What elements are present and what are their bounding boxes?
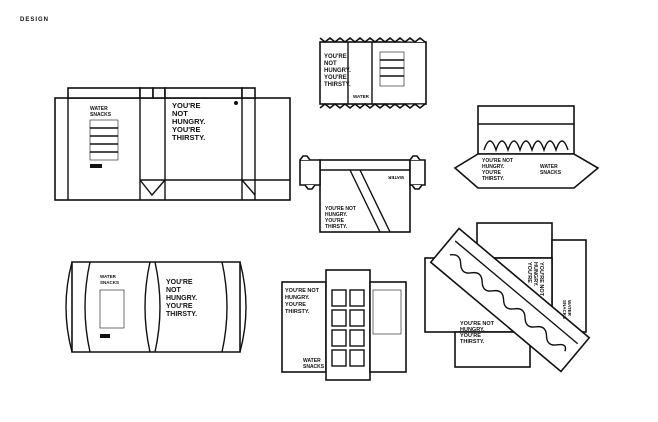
diagonal-sleeve bbox=[429, 227, 591, 373]
nutrition-panel bbox=[372, 289, 402, 335]
label-text: YOU'RE bbox=[482, 170, 502, 176]
label-text: THIRSTY. bbox=[325, 224, 348, 230]
label-text: SNACKS bbox=[540, 170, 562, 176]
label-text: THIRSTY. bbox=[172, 133, 205, 142]
dieline-blister-box: YOU'RE NOT HUNGRY. YOU'RE THIRSTY. WATER… bbox=[281, 269, 407, 381]
label-text: HUNGRY. bbox=[324, 68, 351, 74]
product-name: WATER bbox=[90, 106, 108, 112]
blister-cells bbox=[331, 289, 365, 367]
label-text: YOU'RE bbox=[172, 125, 200, 134]
label-text: YOU'RE NOT bbox=[285, 288, 320, 294]
label-text: WATER bbox=[567, 300, 572, 317]
dot-mark bbox=[234, 101, 238, 105]
label-text: WATER bbox=[387, 175, 404, 180]
dieline-diagonal-box: YOU'RE NOT HUNGRY. YOU'RE THIRSTY. YOU'R… bbox=[424, 222, 591, 373]
label-text: YOU'RE bbox=[172, 101, 200, 110]
label-text: WATER bbox=[100, 274, 117, 279]
label-text: YOU'RE bbox=[285, 302, 306, 308]
label-text: YOU'RE bbox=[324, 75, 347, 81]
dieline-pillow-box: WATER SNACKS YOU'RE NOT HUNGRY. YOU'RE T… bbox=[65, 261, 247, 353]
label-text: SNACKS bbox=[100, 280, 119, 285]
label-text: WATER bbox=[353, 94, 370, 99]
dieline-tray: YOU'RE NOT HUNGRY. YOU'RE THIRSTY. WATER bbox=[299, 155, 426, 233]
label-text: WATER bbox=[303, 358, 321, 364]
label-text: YOU'RE NOT bbox=[482, 158, 513, 164]
label-text: THIRSTY. bbox=[324, 82, 351, 88]
label-text: HUNGRY. bbox=[482, 164, 505, 170]
label-text: YOU'RE NOT bbox=[538, 262, 544, 297]
label-text: WATER bbox=[540, 164, 558, 170]
label-text: SNACKS bbox=[303, 364, 325, 370]
nutrition-panel bbox=[89, 119, 119, 168]
nutrition-panel bbox=[99, 289, 125, 329]
label-text: SNACKS bbox=[562, 300, 567, 319]
label-text: YOU'RE bbox=[325, 218, 345, 224]
barcode bbox=[100, 334, 110, 338]
label-text: NOT bbox=[172, 109, 188, 118]
label-text: HUNGRY. bbox=[285, 295, 310, 301]
label-text: HUNGRY. bbox=[172, 117, 205, 126]
label-text: HUNGRY. bbox=[460, 327, 485, 333]
dieline-box-large: YOU'RE NOT HUNGRY. YOU'RE THIRSTY. WATER… bbox=[54, 87, 291, 201]
label-text: HUNGRY. bbox=[325, 212, 348, 218]
headline-text: YOU'RE NOT HUNGRY. YOU'RE THIRSTY. bbox=[172, 101, 205, 142]
label-text: YOU'RE NOT bbox=[325, 206, 356, 212]
label-text: HUNGRY. bbox=[532, 262, 538, 287]
dieline-window-box: YOU'RE NOT HUNGRY. YOU'RE THIRSTY. WATER… bbox=[453, 105, 600, 189]
label-text: NOT bbox=[324, 61, 337, 67]
label-text: THIRSTY. bbox=[285, 309, 310, 315]
label-text: YOU'RE bbox=[460, 333, 481, 339]
label-text: HUNGRY. bbox=[166, 295, 197, 302]
label-text: YOU'RE bbox=[166, 303, 193, 310]
label-text: THIRSTY. bbox=[482, 176, 505, 182]
label-text: YOU'RE bbox=[526, 262, 532, 283]
dieline-wrapper: YOU'RE NOT HUNGRY. YOU'RE THIRSTY. WATER bbox=[319, 36, 427, 110]
barcode bbox=[90, 164, 102, 168]
product-name: SNACKS bbox=[90, 112, 112, 118]
section-label: DESIGN bbox=[20, 17, 50, 23]
label-text: YOU'RE bbox=[166, 279, 193, 286]
label-text: YOU'RE bbox=[324, 54, 347, 60]
label-text: NOT bbox=[166, 287, 182, 294]
label-text: THIRSTY. bbox=[166, 311, 197, 318]
label-text: YOU'RE NOT bbox=[460, 321, 495, 327]
label-text: THIRSTY. bbox=[460, 339, 485, 345]
nutrition-panel bbox=[379, 51, 405, 87]
